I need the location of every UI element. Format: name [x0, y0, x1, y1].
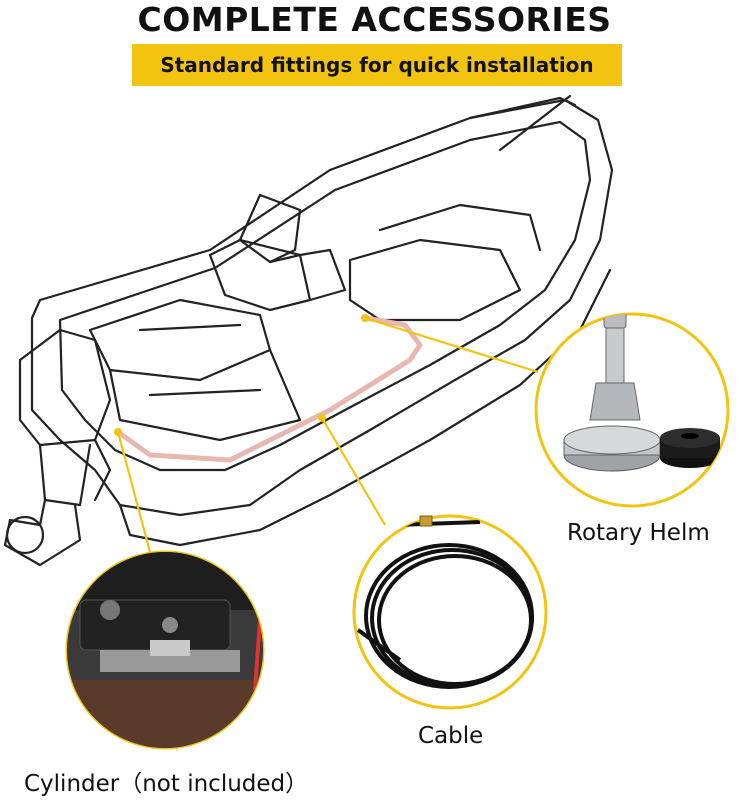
cable-label: Cable: [418, 723, 484, 749]
rotary-helm-image: [563, 314, 720, 472]
subtitle-banner: Standard fittings for quick installation: [132, 44, 622, 86]
cable-callout: [352, 514, 548, 710]
subtitle-text: Standard fittings for quick installation: [160, 53, 594, 77]
cable-coil-image: [356, 520, 534, 689]
cylinder-callout: [65, 550, 265, 750]
cable-fitting: [419, 515, 433, 527]
cylinder-photo: [67, 552, 263, 748]
page-title: COMPLETE ACCESSORIES: [137, 0, 612, 39]
boat-outline: [3, 94, 614, 567]
leader-lines: [116, 316, 539, 553]
rotary-helm-label: Rotary Helm: [567, 520, 710, 546]
cable-route: [116, 315, 423, 463]
cylinder-label: Cylinder（not included）: [24, 771, 309, 797]
rotary-helm-callout: [534, 312, 730, 508]
